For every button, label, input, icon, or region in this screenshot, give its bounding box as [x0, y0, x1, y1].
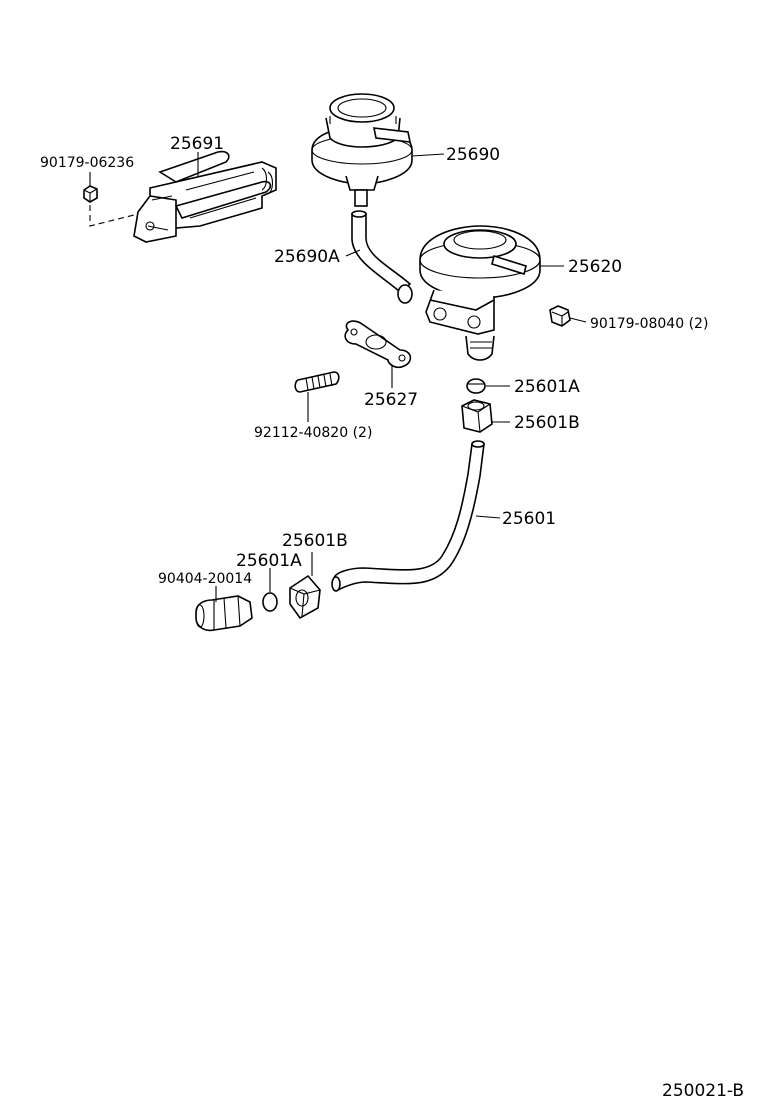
label-90179-08040: 90179-08040 (2)	[590, 316, 708, 332]
leader-lines	[89, 152, 587, 602]
nut-25601B-top	[461, 399, 493, 433]
dashed-line-nut	[89, 205, 139, 227]
label-25691: 25691	[170, 134, 224, 154]
label-90179-06236: 90179-06236	[40, 155, 134, 171]
union-90404-20014	[195, 595, 253, 632]
label-25601B-top: 25601B	[514, 413, 580, 433]
vacuum-modulator-25690	[311, 93, 413, 207]
hose-25690A	[351, 210, 413, 304]
label-25620: 25620	[568, 257, 622, 277]
diagram-code: 250021-B	[662, 1081, 744, 1101]
label-25627: 25627	[364, 390, 418, 410]
label-25601A-bottom: 25601A	[236, 551, 302, 571]
nut-25601B-bottom	[289, 574, 321, 620]
label-25690: 25690	[446, 145, 500, 165]
label-90404-20014: 90404-20014	[158, 571, 252, 587]
label-25601B-bottom: 25601B	[282, 531, 348, 551]
bolt-90179-08040	[549, 305, 571, 327]
label-25690A: 25690A	[274, 247, 340, 267]
nut-90179-06236	[83, 185, 98, 203]
ferrule-25601A-bottom	[262, 592, 278, 612]
label-25601A-top: 25601A	[514, 377, 580, 397]
egr-valve-25620	[419, 225, 541, 361]
stud-92112-40820	[294, 371, 340, 393]
ferrule-25601A-top	[466, 378, 486, 394]
label-25601: 25601	[502, 509, 556, 529]
gasket-25627	[344, 320, 412, 369]
bracket-25691	[133, 150, 277, 243]
label-92112-40820: 92112-40820 (2)	[254, 425, 372, 441]
pipe-25601	[331, 440, 485, 592]
